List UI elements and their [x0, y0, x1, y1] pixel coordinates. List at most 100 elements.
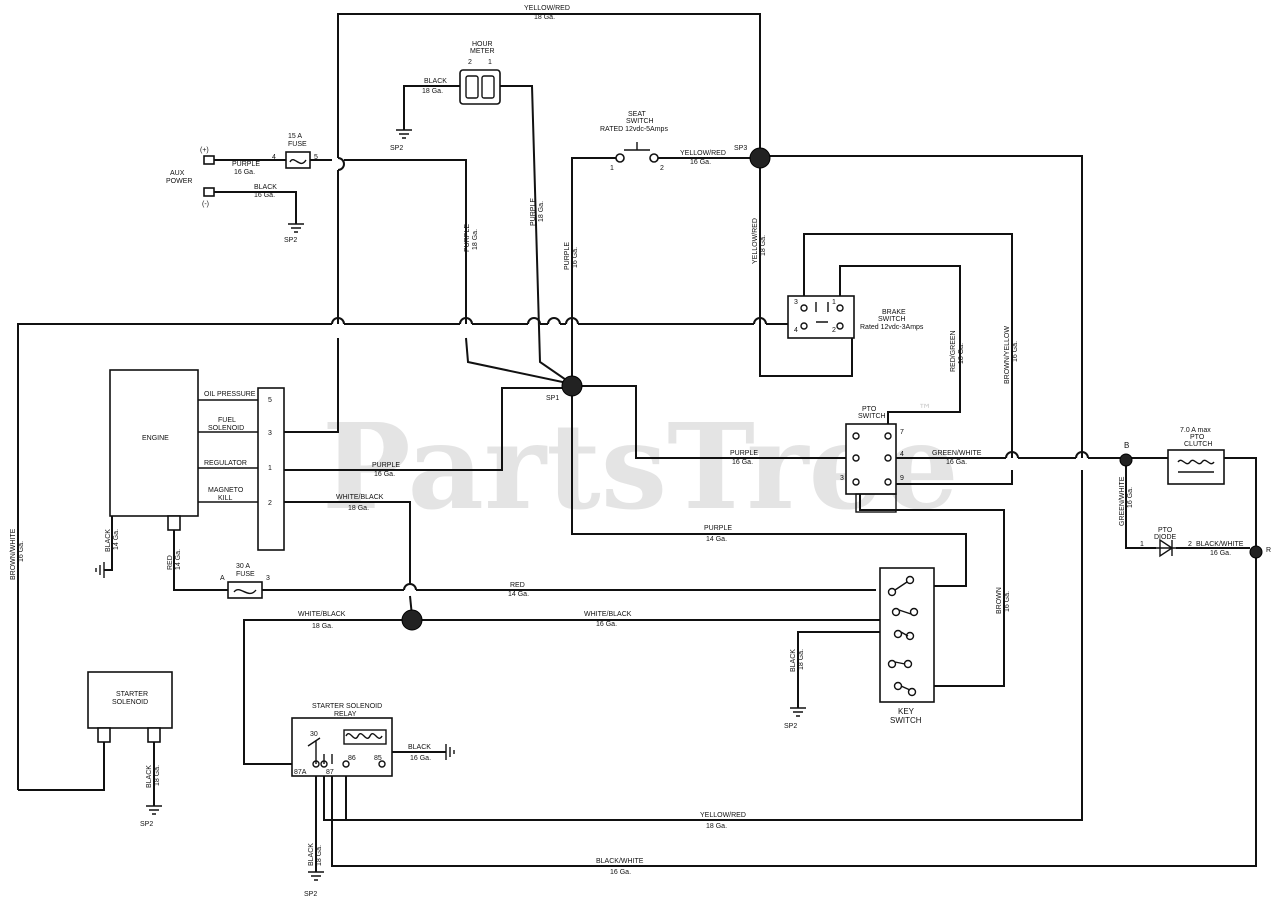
crossover	[1075, 451, 1089, 459]
brake-pin: 3	[794, 299, 798, 306]
engine-fuel-solenoid: SOLENOID	[208, 425, 244, 432]
pto-clutch-title2: CLUTCH	[1184, 441, 1212, 448]
pto-pin: 4	[900, 451, 904, 458]
wires	[17, 13, 1257, 872]
wire-label: 18 Ga.	[348, 505, 369, 512]
wire-label: RED/GREEN	[950, 330, 957, 372]
wire-label: 18 Ga.	[706, 823, 727, 830]
wire-sp3-right	[345, 155, 1083, 821]
engine: ENGINE OIL PRESSURE FUEL SOLENOID REGULA…	[109, 369, 285, 551]
brake-pin: 4	[794, 327, 798, 334]
fuse-element	[233, 589, 257, 595]
relay-pin	[378, 760, 386, 768]
key-switch-title: KEY	[898, 707, 915, 716]
pto-contact	[884, 454, 892, 462]
starter-terminal	[97, 727, 111, 743]
wire-label: 16 Ga.	[18, 541, 25, 562]
wire-label: 18 Ga.	[472, 229, 479, 250]
splice-r	[1249, 545, 1263, 559]
seat-switch-contact	[649, 153, 659, 163]
fuse-30a: 30 A FUSE A 3	[220, 563, 270, 599]
wire-label: GREEN/WHITE	[932, 450, 982, 457]
crossover	[527, 317, 541, 325]
key-switch: KEY SWITCH	[879, 567, 935, 725]
wire-label: WHITE/BLACK	[298, 611, 346, 618]
pto-contact	[884, 432, 892, 440]
crossover	[547, 317, 561, 325]
wire-label: BROWN/YELLOW	[1004, 326, 1011, 384]
pto-contact	[884, 478, 892, 486]
starter-terminal	[147, 727, 161, 743]
pto-pin: 3	[840, 475, 844, 482]
brake-pin: 1	[832, 299, 836, 306]
watermark-tm: ™	[918, 402, 932, 418]
pto-switch-title: PTO	[862, 406, 877, 413]
starter-solenoid-title2: SOLENOID	[112, 699, 148, 706]
splice-sp3-label: SP3	[734, 145, 747, 152]
wire-label: 18 Ga.	[534, 14, 555, 21]
engine-connector	[257, 387, 285, 551]
wire-label: 18 Ga.	[316, 845, 323, 866]
pto-switch-body	[845, 423, 897, 495]
key-contact	[905, 575, 915, 585]
wire-label: 14 Ga.	[508, 591, 529, 598]
key-switch-blades	[894, 581, 912, 691]
pto-clutch-body	[1167, 449, 1225, 485]
splices: SP3 SP1 B R	[401, 145, 1271, 631]
wire-label: WHITE/BLACK	[584, 611, 632, 618]
relay-contacts	[307, 737, 333, 764]
pto-clutch-coil	[1177, 459, 1215, 473]
wire-label: 16 Ga.	[732, 459, 753, 466]
aux-minus-label: (-)	[202, 201, 209, 208]
ground-symbol	[146, 805, 162, 815]
fuse-15a-title: 15 A	[288, 133, 302, 140]
hour-meter-pin-label: 1	[488, 59, 492, 66]
pto-pin: 9	[900, 475, 904, 482]
pto-switch-title2: SWITCH	[858, 413, 886, 420]
wire-label: 16 Ga.	[1210, 550, 1231, 557]
wire-engine-red	[173, 530, 876, 591]
wire-label: 16 Ga.	[596, 621, 617, 628]
wire-label: PURPLE	[730, 450, 758, 457]
crossover	[331, 317, 345, 325]
splice-sp1-label: SP1	[546, 395, 559, 402]
wire-key-black	[797, 631, 880, 708]
wire-label: BLACK/WHITE	[596, 858, 644, 865]
pto-contact	[852, 432, 860, 440]
grounds: SP2 SP2 SP2 SP2 SP2	[95, 129, 806, 898]
wire-label: BLACK	[424, 78, 447, 85]
relay-coil-box	[343, 729, 387, 745]
ground-label: SP2	[140, 821, 153, 828]
pto-clutch-rating: 7.0 A max	[1180, 427, 1211, 434]
engine-magneto: MAGNETO	[208, 487, 244, 494]
pto-diode-title: PTO	[1158, 527, 1173, 534]
wire-label: PURPLE	[464, 224, 471, 252]
seat-switch-rating: RATED 12vdc-5Amps	[600, 126, 668, 133]
relay-pin	[342, 760, 350, 768]
wire-label: RED	[510, 582, 525, 589]
wire-red-green	[839, 265, 961, 428]
wire-label: 16 Ga.	[1012, 341, 1019, 362]
wire-label: 16 Ga.	[234, 169, 255, 176]
relay-pin-label: 87A	[294, 769, 307, 776]
ground-symbol	[396, 129, 412, 139]
relay-pin-label: 86	[348, 755, 356, 762]
key-contact	[909, 607, 919, 617]
pto-contact	[852, 454, 860, 462]
splice-b	[1119, 453, 1133, 467]
wire-label: PURPLE	[564, 242, 571, 270]
engine-connector-pin: 5	[268, 397, 272, 404]
brake-pin: 2	[832, 327, 836, 334]
wire-label: BROWN	[996, 587, 1003, 614]
wire-label: 18 Ga.	[958, 343, 965, 364]
wire-purple-14	[571, 392, 967, 587]
hour-meter: HOUR METER 2 1	[459, 41, 501, 105]
hour-meter-title2: METER	[470, 48, 495, 55]
starter-solenoid-body	[87, 671, 173, 729]
ground-label: SP2	[304, 891, 317, 898]
hour-meter-pin	[481, 75, 495, 99]
wire-label: PURPLE	[704, 525, 732, 532]
ground-label: SP2	[390, 145, 403, 152]
